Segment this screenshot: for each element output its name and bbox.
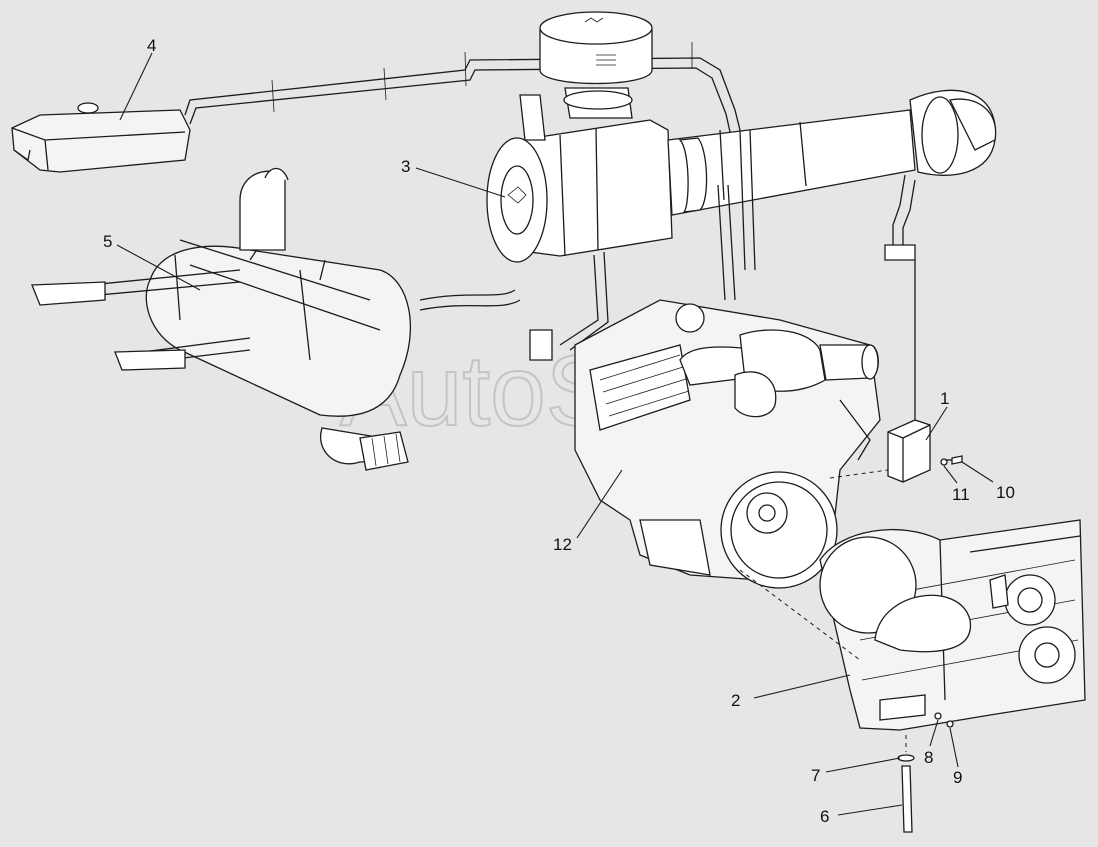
callouts: 1 2 3 4 5 6 7 8 9 10 11 12 bbox=[103, 36, 1015, 826]
muffler bbox=[31, 167, 412, 471]
expansion-tank bbox=[11, 102, 191, 173]
support-bracket bbox=[887, 260, 931, 483]
air-cleaner bbox=[486, 94, 673, 263]
air-intake-cap bbox=[539, 11, 653, 119]
callout-8: 8 bbox=[924, 748, 933, 767]
duct-hoses bbox=[419, 129, 756, 361]
callout-4: 4 bbox=[147, 36, 156, 55]
callout-9: 9 bbox=[953, 768, 962, 787]
callout-10: 10 bbox=[996, 483, 1015, 502]
engine-block bbox=[574, 299, 881, 589]
callout-5: 5 bbox=[103, 232, 112, 251]
callout-3: 3 bbox=[401, 157, 410, 176]
callout-11: 11 bbox=[952, 485, 970, 504]
transmission-housing bbox=[819, 519, 1086, 731]
leader-lines bbox=[116, 52, 994, 816]
callout-2: 2 bbox=[731, 691, 740, 710]
callout-1: 1 bbox=[940, 389, 949, 408]
bolt-and-washer bbox=[940, 455, 963, 466]
alignment-lines bbox=[739, 469, 907, 752]
callout-7: 7 bbox=[811, 766, 820, 785]
callout-6: 6 bbox=[820, 807, 829, 826]
callout-12: 12 bbox=[553, 535, 572, 554]
pin-assembly bbox=[897, 712, 954, 833]
tank-pipe bbox=[184, 42, 741, 133]
intake-duct bbox=[667, 89, 997, 261]
